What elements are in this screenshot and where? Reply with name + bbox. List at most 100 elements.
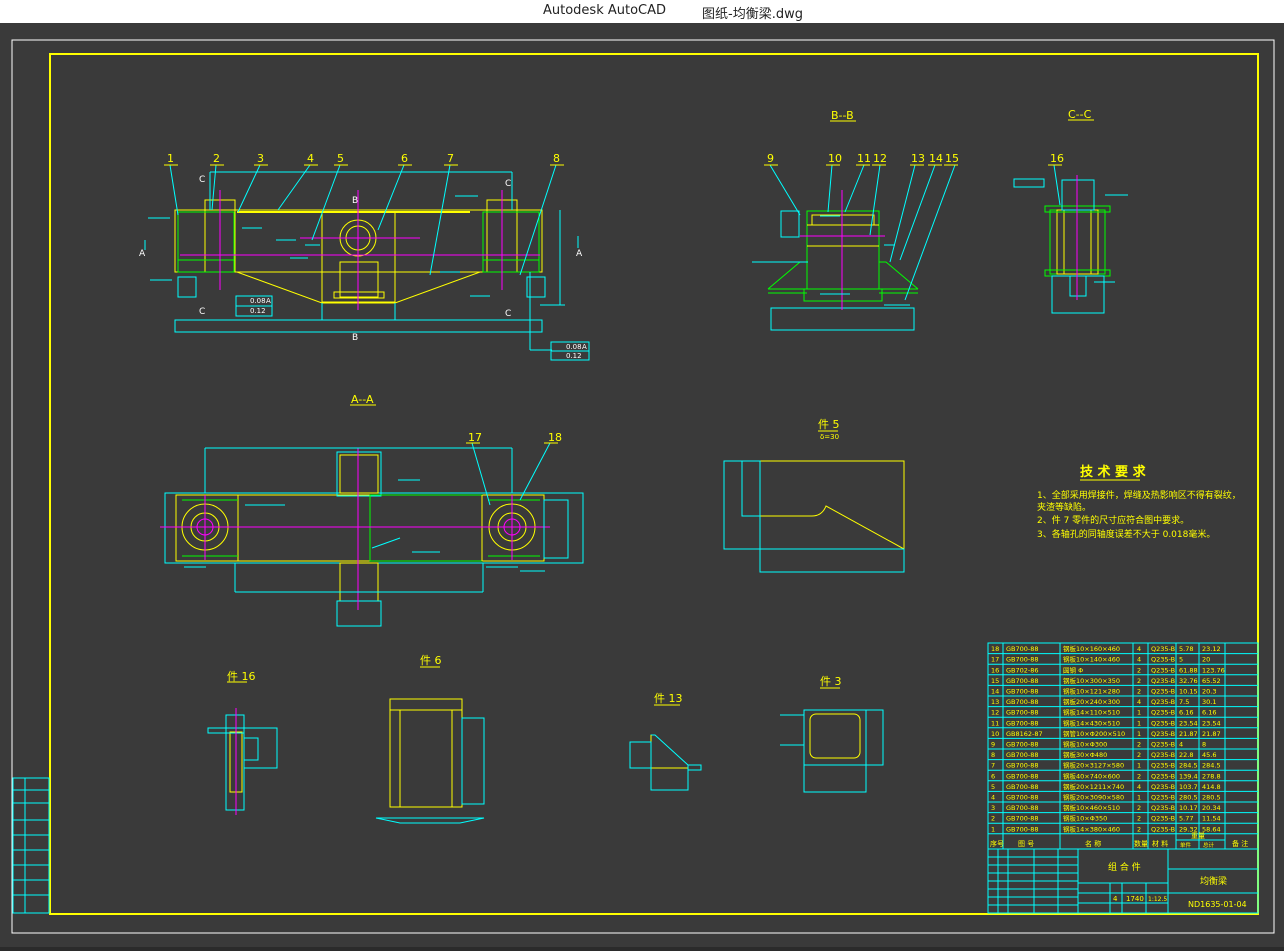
parts-cell-total: 11.54 — [1202, 815, 1221, 823]
balloon-9: 9 — [767, 152, 774, 165]
detail-16-view — [207, 681, 278, 815]
parts-cell-total: 284.5 — [1202, 762, 1221, 770]
parts-cell-qty: 2 — [1137, 741, 1141, 749]
parts-cell-mat: Q235-B — [1151, 677, 1175, 685]
balloon-13: 13 — [911, 152, 925, 165]
section-bb-title: B--B — [831, 109, 854, 122]
parts-cell-std: GB700-88 — [1006, 794, 1039, 802]
parts-cell-no: 13 — [991, 698, 999, 706]
outer-border — [11, 39, 1275, 934]
balloon-15: 15 — [945, 152, 959, 165]
parts-cell-total: 23.12 — [1202, 645, 1221, 653]
cut-mark-c-bottom-right: C — [505, 309, 511, 319]
tech-req-line-4: 3、各轴孔的同轴度误差不大于 0.018毫米。 — [1037, 528, 1215, 540]
parts-cell-std: GB700-88 — [1006, 677, 1039, 685]
drawing-canvas[interactable]: 1 2 3 4 5 6 7 8 C C C C B B A A 0.08 A 0… — [0, 23, 1284, 947]
parts-cell-unit: 22.8 — [1179, 751, 1193, 759]
parts-cell-name: 钢板20×240×300 — [1063, 697, 1120, 706]
balloon-1: 1 — [167, 152, 174, 165]
parts-cell-no: 7 — [991, 762, 995, 770]
header-std: 图 号 — [1018, 840, 1034, 848]
front-view-cut-marks: C C C C B B A A — [139, 175, 583, 343]
detail-16-title: 件 16 — [227, 670, 256, 683]
title-block-text: 组 合 件 均衡梁 ND1635-01-04 4 1740 1:12.5 — [1108, 861, 1247, 909]
tol-flat-2: 0.08 — [566, 343, 582, 351]
title-bar: Autodesk AutoCAD 图纸-均衡梁.dwg — [0, 0, 1284, 23]
parts-cell-std: GB700-88 — [1006, 815, 1039, 823]
parts-cell-qty: 1 — [1137, 730, 1141, 738]
parts-cell-name: 钢板14×430×510 — [1063, 718, 1120, 727]
header-mat: 材 料 — [1152, 839, 1168, 848]
parts-cell-std: GB700-88 — [1006, 762, 1039, 770]
parts-cell-unit: 7.5 — [1179, 698, 1189, 706]
parts-cell-name: 钢管10×Φ200×510 — [1063, 729, 1125, 738]
parts-cell-mat: Q235-B — [1151, 698, 1175, 706]
tb-part-name: 均衡梁 — [1200, 875, 1227, 887]
balloon-16: 16 — [1050, 152, 1064, 165]
cut-mark-b-top: B — [352, 196, 358, 206]
balloon-14: 14 — [929, 152, 943, 165]
header-name: 名 称 — [1085, 839, 1101, 848]
balloon-4: 4 — [307, 152, 314, 165]
detail-3-view — [780, 687, 884, 793]
tol-datum-2: A — [582, 343, 587, 351]
parts-cell-mat: Q235-B — [1151, 794, 1175, 802]
balloon-6: 6 — [401, 152, 408, 165]
parts-cell-no: 8 — [991, 751, 995, 759]
tb-scale: 1:12.5 — [1148, 896, 1167, 903]
parts-cell-mat: Q235-B — [1151, 719, 1175, 727]
detail-6-view — [375, 666, 485, 824]
cut-mark-c-bottom-left: C — [199, 307, 205, 317]
parts-cell-name: 钢板10×160×460 — [1063, 644, 1120, 653]
tol-par-2: 0.12 — [566, 352, 582, 360]
parts-cell-name: 钢板10×Φ350 — [1063, 814, 1107, 823]
header-no: 序号 — [990, 839, 1004, 848]
parts-cell-mat: Q235-B — [1151, 762, 1175, 770]
parts-cell-mat: Q235-B — [1151, 825, 1175, 833]
parts-cell-name: 钢板20×3127×580 — [1063, 761, 1124, 770]
parts-cell-mat: Q235-B — [1151, 815, 1175, 823]
section-bb-view — [752, 120, 958, 331]
tb-qty: 4 — [1113, 895, 1118, 903]
parts-cell-name: 圆钢 Φ — [1063, 666, 1083, 674]
cut-mark-b-bottom: B — [352, 333, 358, 343]
tolerance-frames: 0.08 A 0.12 0.08 A 0.12 — [250, 297, 587, 360]
parts-cell-std: GB8162-87 — [1006, 730, 1043, 738]
balloon-3: 3 — [257, 152, 264, 165]
header-weight: 重量 — [1191, 832, 1205, 840]
parts-cell-std: GB700-88 — [1006, 772, 1039, 780]
app-title: Autodesk AutoCAD — [543, 3, 667, 18]
parts-cell-mat: Q235-B — [1151, 645, 1175, 653]
detail-13-view — [629, 704, 702, 791]
parts-cell-mat: Q235-B — [1151, 666, 1175, 674]
parts-cell-unit: 139.4 — [1179, 772, 1198, 780]
parts-list-header: 序号 图 号 名 称 数量 材 料 重量 单件 总计 备 注 — [990, 832, 1248, 849]
detail-5-title: 件 5 — [818, 418, 840, 431]
parts-cell-qty: 1 — [1137, 719, 1141, 727]
header-qty: 数量 — [1134, 839, 1148, 848]
parts-cell-qty: 4 — [1137, 645, 1141, 653]
parts-cell-no: 2 — [991, 815, 995, 823]
parts-cell-unit: 5.77 — [1179, 815, 1193, 823]
parts-cell-unit: 23.54 — [1179, 719, 1198, 727]
tb-assembly: 组 合 件 — [1108, 861, 1141, 873]
parts-cell-qty: 2 — [1137, 751, 1141, 759]
tb-weight: 1740 — [1126, 895, 1144, 903]
revision-strip — [12, 777, 50, 914]
parts-cell-unit: 103.7 — [1179, 783, 1198, 791]
parts-cell-total: 58.64 — [1202, 825, 1221, 833]
parts-cell-mat: Q235-B — [1151, 730, 1175, 738]
parts-cell-no: 14 — [991, 688, 999, 696]
parts-cell-qty: 1 — [1137, 794, 1141, 802]
parts-cell-no: 12 — [991, 709, 999, 717]
parts-cell-total: 123.76 — [1202, 666, 1225, 674]
parts-cell-unit: 21.87 — [1179, 730, 1198, 738]
parts-cell-unit: 284.5 — [1179, 762, 1198, 770]
parts-cell-no: 5 — [991, 783, 995, 791]
parts-cell-std: GB700-88 — [1006, 698, 1039, 706]
detail-3-title: 件 3 — [820, 675, 842, 688]
parts-cell-mat: Q235-B — [1151, 783, 1175, 791]
parts-cell-std: GB700-88 — [1006, 719, 1039, 727]
document-title: 图纸-均衡梁.dwg — [702, 7, 803, 22]
